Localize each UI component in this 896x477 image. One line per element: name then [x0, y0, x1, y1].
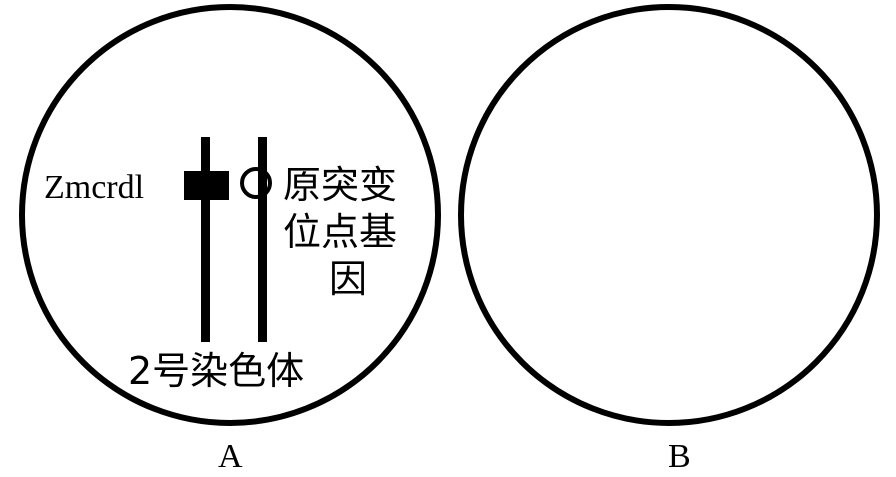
- panel-a-caption: A: [218, 438, 243, 475]
- chromosome-left: [201, 137, 210, 342]
- panel-a: Zmcrdl 原突变 位点基 因 2号染色体 A: [19, 4, 441, 475]
- chromosome-right: [258, 137, 267, 342]
- panel-a-circle: [19, 4, 441, 426]
- gene-band-marker: [184, 171, 229, 200]
- panel-b: B: [458, 4, 880, 475]
- annotation-line-3: 因: [329, 257, 367, 301]
- panel-b-circle: [458, 4, 880, 426]
- gene-label: Zmcrdl: [44, 169, 144, 206]
- annotation-line-1: 原突变: [283, 163, 397, 207]
- panel-b-caption: B: [668, 438, 691, 475]
- annotation-line-2: 位点基: [283, 210, 397, 254]
- chromosome-label: 2号染色体: [128, 349, 304, 393]
- mutation-site-circle: [240, 167, 272, 199]
